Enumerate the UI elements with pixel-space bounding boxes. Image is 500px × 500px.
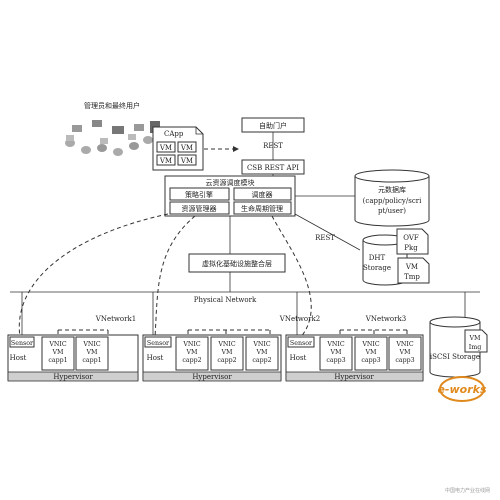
metadb-title: 元数据库 (378, 185, 406, 194)
sensor-label: Sensor (147, 340, 170, 347)
vm-label: VM (221, 349, 234, 356)
logo-text: e-works (437, 383, 486, 396)
dht-tmp-label: Tmp (404, 273, 420, 281)
vm-label: VM (186, 349, 199, 356)
iscsi-label: iSCSI Storage (430, 353, 480, 361)
portal-label: 自助门户 (259, 121, 287, 130)
vm-label: VM (399, 349, 412, 356)
vnetwork1-label: VNetwork1 (95, 315, 136, 323)
dht-label2: Storage (363, 264, 391, 272)
host-label: Host (290, 354, 307, 362)
cloud-scheduler-module: 云资源调度模块 策略引擎 调度器 资源管理器 生命周期管理 (164, 175, 296, 217)
control-link-host1 (18, 213, 169, 338)
host-3: Sensor Host VNIC VM capp3 VNIC VM capp3 … (285, 334, 424, 382)
metadb-line2: (capp/policy/scri (363, 197, 422, 205)
vm-label: VM (330, 349, 343, 356)
vnetwork3-label: VNetwork3 (365, 315, 406, 323)
metadb-line3: pt/user) (378, 207, 406, 215)
iscsi-img-label: Img (469, 344, 482, 351)
dht-label: DHT (369, 254, 386, 262)
scheduler-cell: 调度器 (252, 190, 273, 199)
vnic-label: VNIC (361, 341, 380, 348)
host-label: Host (147, 354, 164, 362)
rest-label-mid: REST (315, 234, 335, 242)
vnic-label: VNIC (82, 341, 101, 348)
vnic-label: VNIC (48, 341, 67, 348)
host-label: Host (10, 354, 27, 362)
iscsi-vm-label: VM (469, 335, 482, 342)
vnic-label: VNIC (182, 341, 201, 348)
capp-vm-1: VM (159, 144, 172, 152)
virtualization-layer (188, 253, 286, 273)
ovf-label: OVF (403, 234, 419, 242)
hypervisor-label: Hypervisor (53, 373, 93, 381)
dht-vm-label: VM (405, 263, 418, 271)
virt-layer-label: 虚拟化基础设施整合层 (202, 259, 272, 268)
iscsi-storage: iSCSI Storage VM Img (429, 316, 488, 378)
sensor-label: Sensor (290, 340, 313, 347)
scheduler-title: 云资源调度模块 (206, 178, 255, 187)
sensor-label: Sensor (11, 340, 34, 347)
csb-rest-api-label: CSB REST API (247, 164, 299, 172)
capp-label: capp2 (252, 357, 271, 364)
capp-label: capp1 (82, 357, 101, 364)
footer-watermark: 中国电力产业在线网 (445, 487, 490, 494)
dht-storage: DHT Storage OVF Pkg VM Tmp (362, 228, 430, 286)
vnic-label: VNIC (326, 341, 345, 348)
vm-label: VM (52, 349, 65, 356)
capp-vm-4: VM (180, 157, 193, 165)
capp-label: capp3 (395, 357, 414, 364)
users-label: 管理员和最终用户 (84, 101, 140, 110)
capp-label: capp2 (182, 357, 201, 364)
host-1: Sensor Host VNIC VM capp1 VNIC VM capp1 … (7, 334, 139, 382)
control-link-host2 (154, 215, 196, 338)
resource-manager: 资源管理器 (182, 204, 217, 213)
policy-engine: 策略引擎 (185, 190, 213, 199)
vm-label: VM (365, 349, 378, 356)
capp-label: capp3 (361, 357, 380, 364)
physical-network-label: Physical Network (194, 296, 257, 304)
control-link-host3 (271, 215, 312, 338)
vm-label: VM (256, 349, 269, 356)
hypervisor-label: Hypervisor (334, 373, 374, 381)
capp-title: CApp (164, 130, 184, 138)
users-icon (65, 120, 160, 156)
capp-vm-3: VM (159, 157, 172, 165)
capp-box: CApp VM VM VM VM (152, 126, 204, 171)
scheduler-to-dht-line (294, 213, 361, 251)
rest-label-top: REST (263, 142, 283, 150)
e-works-logo: e-works (437, 376, 487, 402)
capp-label: capp2 (217, 357, 236, 364)
capp-label: capp3 (326, 357, 345, 364)
vnic-label: VNIC (395, 341, 414, 348)
pkg-label: Pkg (404, 244, 418, 252)
metadata-database: 元数据库 (capp/policy/scri pt/user) (354, 169, 430, 227)
hypervisor-label: Hypervisor (192, 373, 232, 381)
capp-label: capp1 (48, 357, 67, 364)
vnic-label: VNIC (217, 341, 236, 348)
capp-vm-2: VM (180, 144, 193, 152)
vnetwork2-label: VNetwork2 (279, 315, 320, 323)
vm-label: VM (86, 349, 99, 356)
host-2: Sensor Host VNIC VM capp2 VNIC VM capp2 … (142, 334, 282, 382)
lifecycle-manager: 生命周期管理 (241, 204, 283, 213)
vnic-label: VNIC (252, 341, 271, 348)
